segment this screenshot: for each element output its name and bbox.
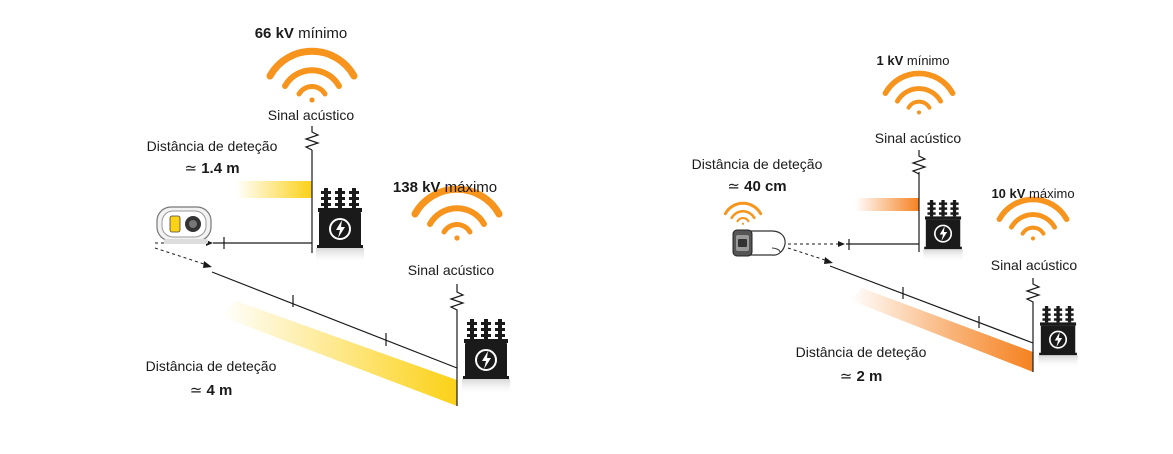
left-top-acoustic-signal-icon [270, 51, 354, 102]
right-top-distance-label: Distância de deteção [691, 156, 823, 172]
right-bottom-approx-symbol: ≃ [839, 368, 853, 385]
right-bottom-spring [1025, 278, 1041, 305]
left-bottom-signal-label: Sinal acústico [407, 262, 495, 278]
right-top-voltage-label: 1 kV mínimo [877, 53, 950, 68]
left-top-signal-label: Sinal acústico [267, 107, 355, 123]
left-diagram [154, 51, 511, 406]
right-top-qualifier: mínimo [906, 53, 950, 68]
right-bottom-distance-value: ≃ 2 m [840, 367, 883, 385]
left-top-distance-value: ≃ 1.4 m [184, 159, 239, 177]
right-bottom-transformer-icon [1037, 305, 1079, 370]
left-bottom-voltage-label: 138 kV máximo [393, 179, 497, 196]
right-bottom-signal-label: Sinal acústico [990, 257, 1078, 273]
left-top-distance-label: Distância de deteção [146, 138, 278, 154]
right-top-distance-value: ≃ 40 cm [727, 177, 786, 195]
wrist-detector-icon [723, 201, 786, 257]
left-bottom-spring [449, 284, 465, 315]
left-top-voltage: 66 kV [254, 25, 294, 42]
left-bottom-approx-symbol: ≃ [189, 382, 203, 399]
left-bottom-voltage: 138 kV [392, 179, 441, 196]
right-far-detection-band [850, 288, 1033, 372]
right-bottom-distance-label: Distância de deteção [795, 344, 927, 360]
right-bottom-acoustic-signal-icon [999, 199, 1066, 240]
right-top-voltage: 1 kV [876, 53, 904, 68]
left-near-detection-band [236, 181, 312, 198]
right-diagram [723, 73, 1079, 372]
left-top-transformer-icon [315, 187, 365, 265]
left-top-qualifier: mínimo [298, 25, 348, 42]
right-near-detection-band [855, 198, 919, 211]
left-top-voltage-label: 66 kV mínimo [255, 25, 348, 42]
right-bottom-voltage: 10 kV [991, 186, 1026, 201]
right-top-signal-label: Sinal acústico [874, 130, 962, 146]
left-bottom-distance-number: 4 m [206, 382, 233, 399]
left-bottom-distance-label: Distância de deteção [145, 358, 277, 374]
left-bottom-qualifier: máximo [444, 179, 498, 196]
right-top-transformer-icon [922, 199, 964, 264]
right-top-spring [911, 150, 927, 175]
left-top-distance-number: 1.4 m [201, 160, 240, 177]
right-top-acoustic-signal-icon [885, 73, 952, 114]
right-bottom-distance-number: 2 m [856, 368, 883, 385]
right-bottom-voltage-label: 10 kV máximo [991, 186, 1074, 201]
left-bottom-transformer-icon [461, 318, 511, 396]
right-top-distance-number: 40 cm [744, 178, 787, 195]
right-top-approx-symbol: ≃ [727, 178, 740, 195]
handheld-detector-icon [156, 206, 212, 244]
left-top-approx-symbol: ≃ [184, 160, 198, 177]
left-far-detection-band [220, 301, 457, 406]
right-bottom-qualifier: máximo [1029, 186, 1075, 201]
left-bottom-distance-value: ≃ 4 m [190, 381, 233, 399]
left-top-spring [304, 126, 320, 151]
left-bottom-acoustic-signal-icon [415, 189, 499, 240]
